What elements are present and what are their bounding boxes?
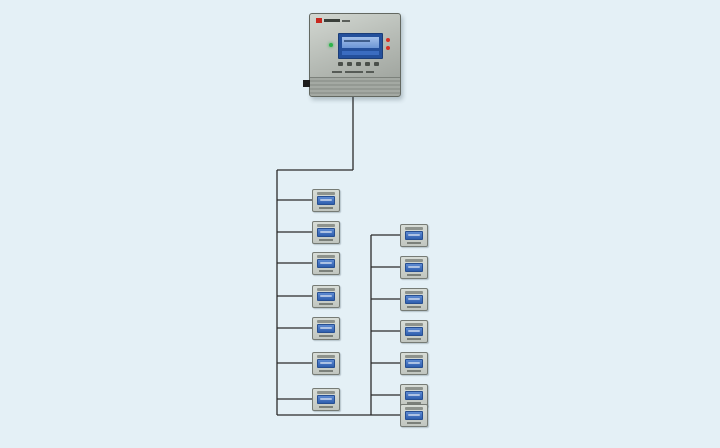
- mounting-bracket: [303, 80, 310, 87]
- gas-detector-node: [312, 388, 340, 411]
- detector-model-bar: [407, 274, 421, 276]
- brand-text-bar: [324, 19, 340, 22]
- detector-model-bar: [407, 422, 421, 424]
- detector-display: [317, 395, 335, 404]
- detector-label-bar: [317, 355, 335, 358]
- detector-model-bar: [319, 370, 333, 372]
- panel-button: [356, 62, 361, 66]
- panel-button: [374, 62, 379, 66]
- detector-model-bar: [407, 242, 421, 244]
- detector-display: [405, 359, 423, 368]
- controller-display-statusline: [342, 51, 379, 55]
- detector-display: [317, 228, 335, 237]
- detector-label-bar: [405, 407, 423, 410]
- detector-label-bar: [317, 192, 335, 195]
- detector-model-bar: [319, 207, 333, 209]
- detector-label-bar: [405, 259, 423, 262]
- detector-display: [317, 259, 335, 268]
- gas-detector-node: [400, 256, 428, 279]
- gas-detector-node: [400, 404, 428, 427]
- detector-display: [405, 295, 423, 304]
- detector-label-bar: [317, 255, 335, 258]
- panel-button: [338, 62, 343, 66]
- detector-display: [317, 324, 335, 333]
- detector-label-bar: [405, 387, 423, 390]
- gas-detector-node: [312, 317, 340, 340]
- detector-model-bar: [319, 239, 333, 241]
- model-label-row: [332, 71, 374, 73]
- gas-detector-node: [312, 285, 340, 308]
- brand-mark-icon: [316, 18, 322, 23]
- gas-detector-node: [400, 224, 428, 247]
- detector-display: [317, 292, 335, 301]
- detector-model-bar: [407, 338, 421, 340]
- detector-label-bar: [317, 224, 335, 227]
- gas-detector-node: [400, 384, 428, 407]
- detector-label-bar: [405, 355, 423, 358]
- detector-label-bar: [317, 391, 335, 394]
- gas-detector-node: [312, 352, 340, 375]
- detector-model-bar: [407, 306, 421, 308]
- label-bar: [366, 71, 374, 73]
- panel-button: [347, 62, 352, 66]
- detector-model-bar: [319, 335, 333, 337]
- label-bar: [345, 71, 363, 73]
- controller-display-readout: [342, 37, 379, 48]
- detector-display: [405, 263, 423, 272]
- brand-logo: [316, 18, 350, 23]
- detector-model-bar: [319, 303, 333, 305]
- gas-detector-node: [312, 189, 340, 212]
- controller-lower-panel: [310, 77, 400, 96]
- power-led: [329, 43, 333, 47]
- gas-alarm-controller: [303, 13, 401, 97]
- alarm-led: [386, 38, 390, 42]
- fault-led: [386, 46, 390, 50]
- detector-model-bar: [319, 406, 333, 408]
- detector-display: [405, 231, 423, 240]
- detector-model-bar: [319, 270, 333, 272]
- brand-subtext-bar: [342, 19, 350, 22]
- detector-model-bar: [407, 370, 421, 372]
- detector-display: [405, 327, 423, 336]
- detector-label-bar: [317, 288, 335, 291]
- detector-label-bar: [405, 291, 423, 294]
- detector-display: [317, 196, 335, 205]
- panel-button: [365, 62, 370, 66]
- detector-label-bar: [317, 320, 335, 323]
- gas-detector-node: [312, 252, 340, 275]
- label-bar: [332, 71, 342, 73]
- panel-button-row: [338, 62, 379, 66]
- gas-detector-node: [400, 352, 428, 375]
- detector-label-bar: [405, 323, 423, 326]
- controller-display: [338, 33, 383, 59]
- detector-label-bar: [405, 227, 423, 230]
- gas-detector-node: [400, 320, 428, 343]
- detector-display: [405, 411, 423, 420]
- detector-model-bar: [407, 402, 421, 404]
- gas-detector-node: [312, 221, 340, 244]
- gas-detector-node: [400, 288, 428, 311]
- detector-display: [317, 359, 335, 368]
- detector-display: [405, 391, 423, 400]
